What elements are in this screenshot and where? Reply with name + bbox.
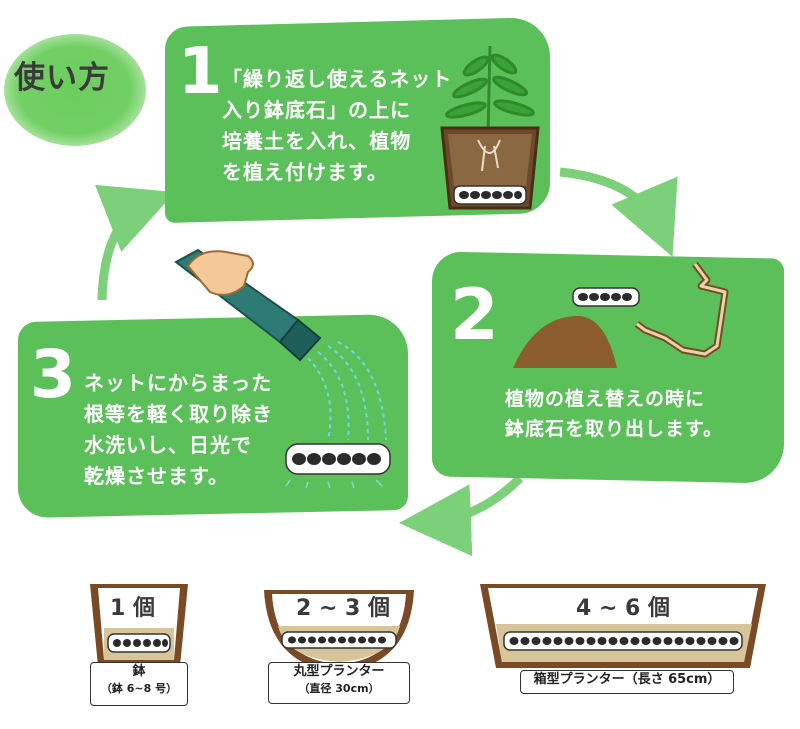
stone (674, 637, 684, 645)
pot-label-text: 箱型プランター（長さ 65cm） (533, 672, 721, 687)
pot-label-sub: （直径 30cm） (298, 682, 380, 695)
pot-box-label: 箱型プランター（長さ 65cm） (520, 670, 734, 694)
step-1-line: 培養土を入れ、植物 (222, 129, 412, 153)
page-title: 使い方 (14, 60, 110, 96)
net-stone-icon (572, 287, 640, 307)
pot-label-sub: （鉢 6~8 号） (100, 682, 178, 695)
stone (586, 637, 596, 645)
step-3-number: 3 (30, 336, 76, 413)
step-2-text: 植物の植え替えの時に 鉢底石を取り出します。 (505, 384, 723, 444)
step-1-line: を植え付けます。 (222, 160, 388, 184)
stone (707, 637, 717, 645)
arrow-icon (559, 167, 678, 257)
stone (531, 637, 541, 645)
stone (663, 637, 673, 645)
step-1-text: 「繰り返し使えるネット 入り鉢底石」の上に 培養土を入れ、植物 を植え付けます。 (222, 64, 452, 188)
pot-label-text: 丸型プランター (293, 664, 385, 679)
arrow-icon (94, 184, 176, 301)
step-3-text: ネットにからまった 根等を軽く取り除き 水洗いし、日光で 乾燥させます。 (84, 368, 273, 492)
stone (696, 637, 706, 645)
hand-icon (186, 250, 254, 296)
stone (608, 637, 618, 645)
stone (597, 637, 607, 645)
step-2-line: 植物の植え替えの時に (505, 388, 706, 410)
stone (685, 637, 695, 645)
stone (729, 637, 739, 645)
stone (575, 637, 585, 645)
stone (619, 637, 629, 645)
stone (520, 637, 530, 645)
step-1-line: 入り鉢底石」の上に (222, 98, 411, 122)
step-3-line: ネットにからまった (84, 371, 273, 395)
stone (509, 637, 519, 645)
stone (542, 637, 552, 645)
pot-small-label: 鉢 （鉢 6~8 号） (90, 662, 188, 706)
stone (630, 637, 640, 645)
step-3-line: 乾燥させます。 (84, 464, 229, 488)
arrow-icon (399, 474, 524, 557)
title-badge (4, 34, 146, 146)
stone (564, 637, 574, 645)
plant-icon (440, 45, 540, 210)
stone (652, 637, 662, 645)
step-3-line: 水洗いし、日光で (84, 433, 252, 457)
stone (553, 637, 563, 645)
pot-round-label: 丸型プランター （直径 30cm） (268, 662, 410, 704)
pot-box (480, 584, 766, 668)
pot-round-count: 2 ~ 3 個 (296, 596, 391, 621)
stone (718, 637, 728, 645)
watering-illustration (174, 248, 391, 489)
step-1-line: 「繰り返し使えるネット (222, 67, 453, 91)
step-3-line: 根等を軽く取り除き (84, 402, 273, 426)
repot-illustration (513, 261, 729, 368)
step-2-number: 2 (450, 274, 499, 356)
step-2-line: 鉢底石を取り出します。 (505, 418, 724, 440)
step-1-number: 1 (178, 35, 223, 109)
net-stone-icon (285, 443, 391, 475)
pot-round (264, 590, 414, 672)
stone (641, 637, 651, 645)
pot-small (90, 584, 188, 666)
pot-small-count: 1 個 (110, 596, 155, 621)
pot-box-count: 4 ~ 6 個 (576, 596, 671, 621)
pot-label-text: 鉢 (132, 664, 146, 679)
